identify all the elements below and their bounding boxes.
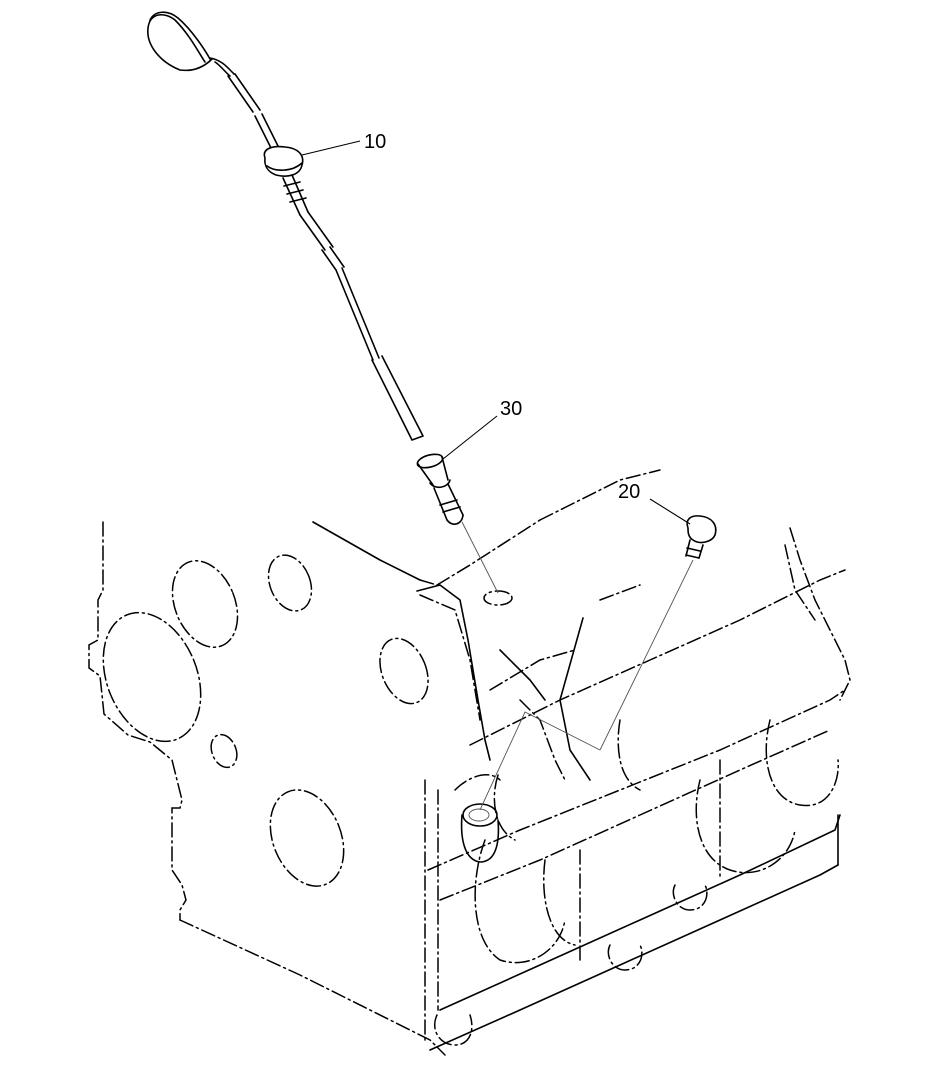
dipstick-bore — [483, 590, 513, 606]
bore-upper-left — [171, 560, 239, 648]
callout-10[interactable]: 10 — [301, 131, 386, 156]
bore-lower — [269, 789, 345, 887]
dipstick-part[interactable] — [147, 11, 424, 441]
bore-small — [210, 733, 238, 769]
engine-block — [88, 469, 851, 1056]
plug-seat — [462, 803, 498, 827]
callout-30[interactable]: 30 — [442, 398, 522, 460]
callout-20[interactable]: 20 — [618, 481, 691, 525]
bore-right — [379, 637, 429, 705]
bore-large-left — [102, 611, 202, 743]
callout-label-20: 20 — [618, 481, 640, 503]
assembly-guide-lines — [461, 521, 694, 811]
bore-upper-mid — [267, 554, 313, 612]
dipstick-tube-part[interactable] — [416, 452, 464, 525]
plug-part[interactable] — [685, 515, 717, 559]
callout-label-30: 30 — [500, 398, 522, 420]
callout-label-10: 10 — [364, 131, 386, 153]
